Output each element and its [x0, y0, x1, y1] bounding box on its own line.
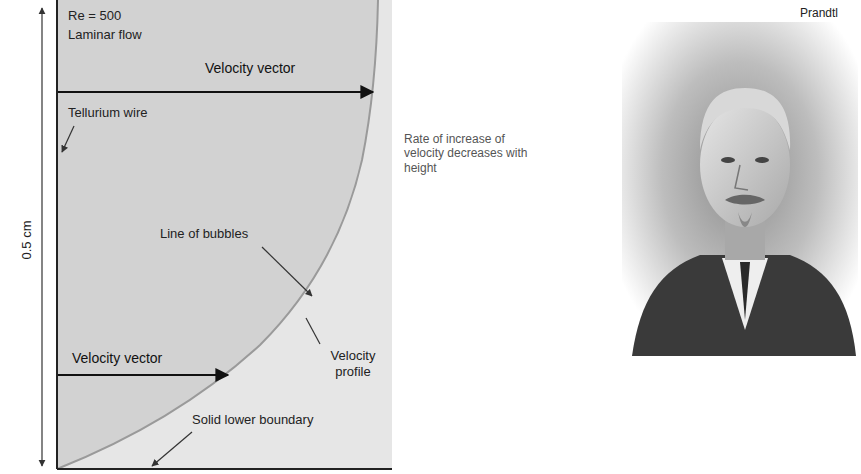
velocity-arrow — [58, 91, 373, 93]
profile-label: Velocity profile — [318, 348, 388, 379]
leader-line — [62, 126, 74, 152]
flow-type: Laminar flow — [68, 27, 142, 43]
photo-ground — [57, 0, 392, 469]
leader-line — [306, 318, 320, 344]
portrait — [622, 22, 858, 356]
vector-label: Velocity vector — [205, 60, 295, 77]
boundary-label: Solid lower boundary — [192, 412, 313, 428]
lower-boundary — [57, 468, 392, 470]
bubble-line — [57, 0, 378, 469]
velocity-arrow — [58, 374, 228, 376]
vector-label: Velocity vector — [72, 350, 162, 367]
light-region — [57, 0, 392, 469]
portrait-caption: Prandtl — [800, 6, 838, 20]
leader-line — [152, 432, 192, 466]
flow-parameter: Re = 500 — [68, 8, 121, 24]
wire-label: Tellurium wire — [68, 105, 147, 121]
leader-line — [262, 247, 312, 296]
scale-arrow — [41, 8, 42, 466]
annotation-note: Rate of increase of velocity decreases w… — [404, 132, 532, 175]
tellurium-wire — [56, 0, 58, 469]
scale-dimension: 0.5 cm — [19, 217, 35, 262]
bubble-label: Line of bubbles — [160, 226, 248, 242]
